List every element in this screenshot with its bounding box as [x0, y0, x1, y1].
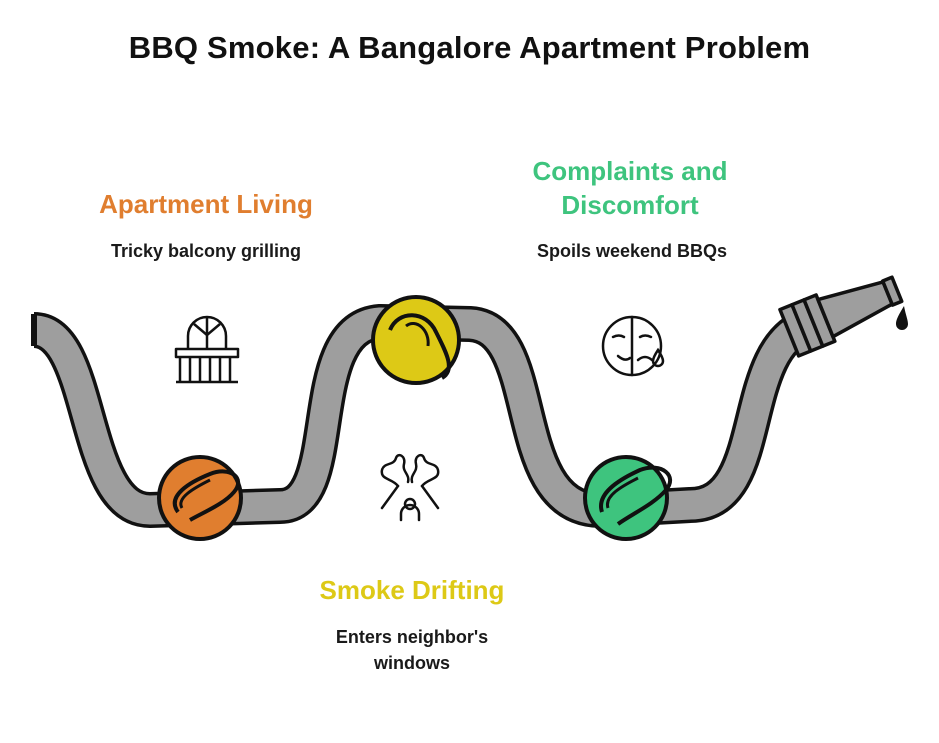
knot-yellow	[371, 295, 461, 385]
stage-heading-apartment-living: Apartment Living	[99, 189, 313, 219]
knot-green	[583, 455, 673, 541]
hose-end-cap	[31, 314, 37, 346]
stage-heading-complaints: Complaints and Discomfort	[532, 156, 728, 220]
stage-heading-smoke-drifting: Smoke Drifting	[319, 575, 505, 605]
page-title: BBQ Smoke: A Bangalore Apartment Problem	[128, 30, 811, 65]
stage-description-complaints: Spoils weekend BBQs	[536, 241, 728, 261]
nozzle-icon	[778, 275, 904, 358]
stage-description-apartment-living: Tricky balcony grilling	[110, 241, 302, 261]
sad-face-icon	[601, 315, 665, 377]
smoke-person-icon	[380, 453, 440, 522]
balcony-icon	[174, 315, 240, 384]
stage-description-smoke-drifting: Enters neighbor's windows	[335, 627, 489, 673]
water-drop-icon	[896, 306, 908, 330]
knot-orange	[157, 455, 243, 541]
